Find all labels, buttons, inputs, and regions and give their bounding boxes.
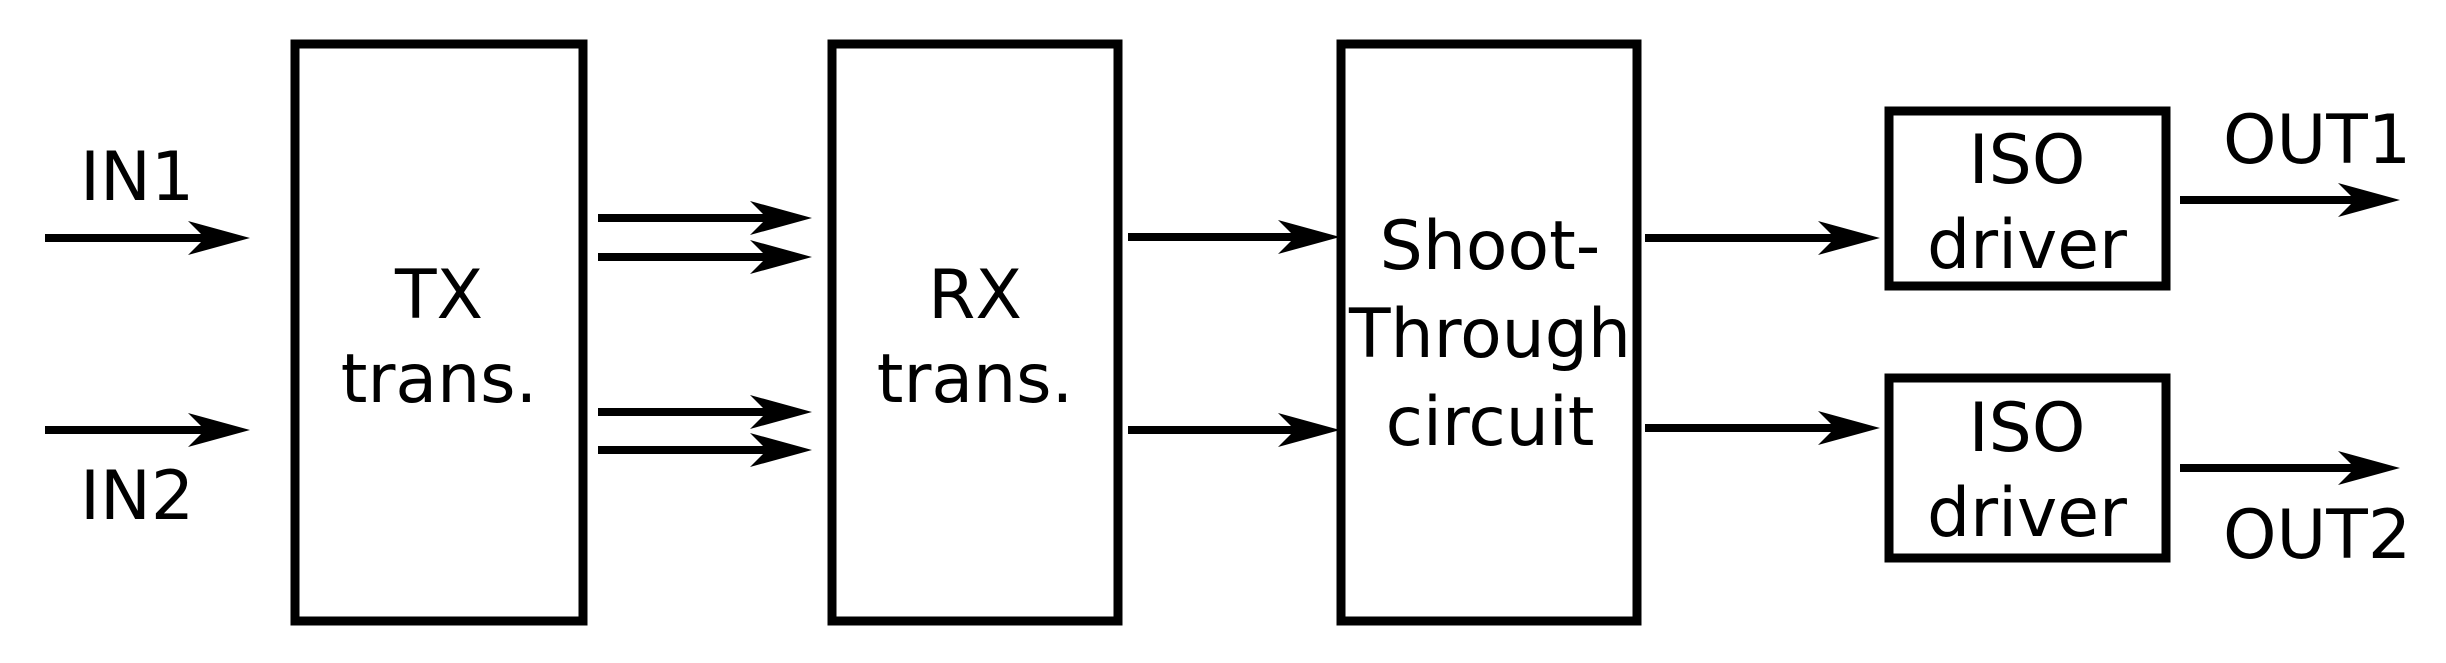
label-in1: IN1 (80, 138, 194, 217)
block-iso-driver-1 (1884, 106, 2171, 291)
block-iso-driver-2-label-line2: driver (1927, 474, 2127, 553)
label-out2: OUT2 (2223, 496, 2411, 575)
block-shoot-through (1336, 39, 1642, 626)
block-iso-driver-1-label-line2: driver (1927, 206, 2127, 285)
block-iso-driver-2 (1884, 373, 2171, 563)
block-tx (290, 39, 588, 626)
block-rx (827, 39, 1123, 626)
block-rx-label-line2: trans. (877, 340, 1073, 419)
block-tx-label-line1: TX (394, 256, 483, 335)
block-iso-driver-2-label-line1: ISO (1969, 389, 2086, 468)
label-out1: OUT1 (2223, 101, 2411, 180)
block-shoot-through-label-line3: circuit (1386, 383, 1595, 462)
block-tx-label-line2: trans. (341, 340, 537, 419)
label-in2: IN2 (80, 457, 194, 536)
block-iso-driver-1-label-line1: ISO (1969, 121, 2086, 200)
block-shoot-through-label-line1: Shoot- (1380, 207, 1601, 286)
block-shoot-through-label-line2: Through (1348, 295, 1631, 374)
block-rx-label-line1: RX (928, 256, 1022, 335)
